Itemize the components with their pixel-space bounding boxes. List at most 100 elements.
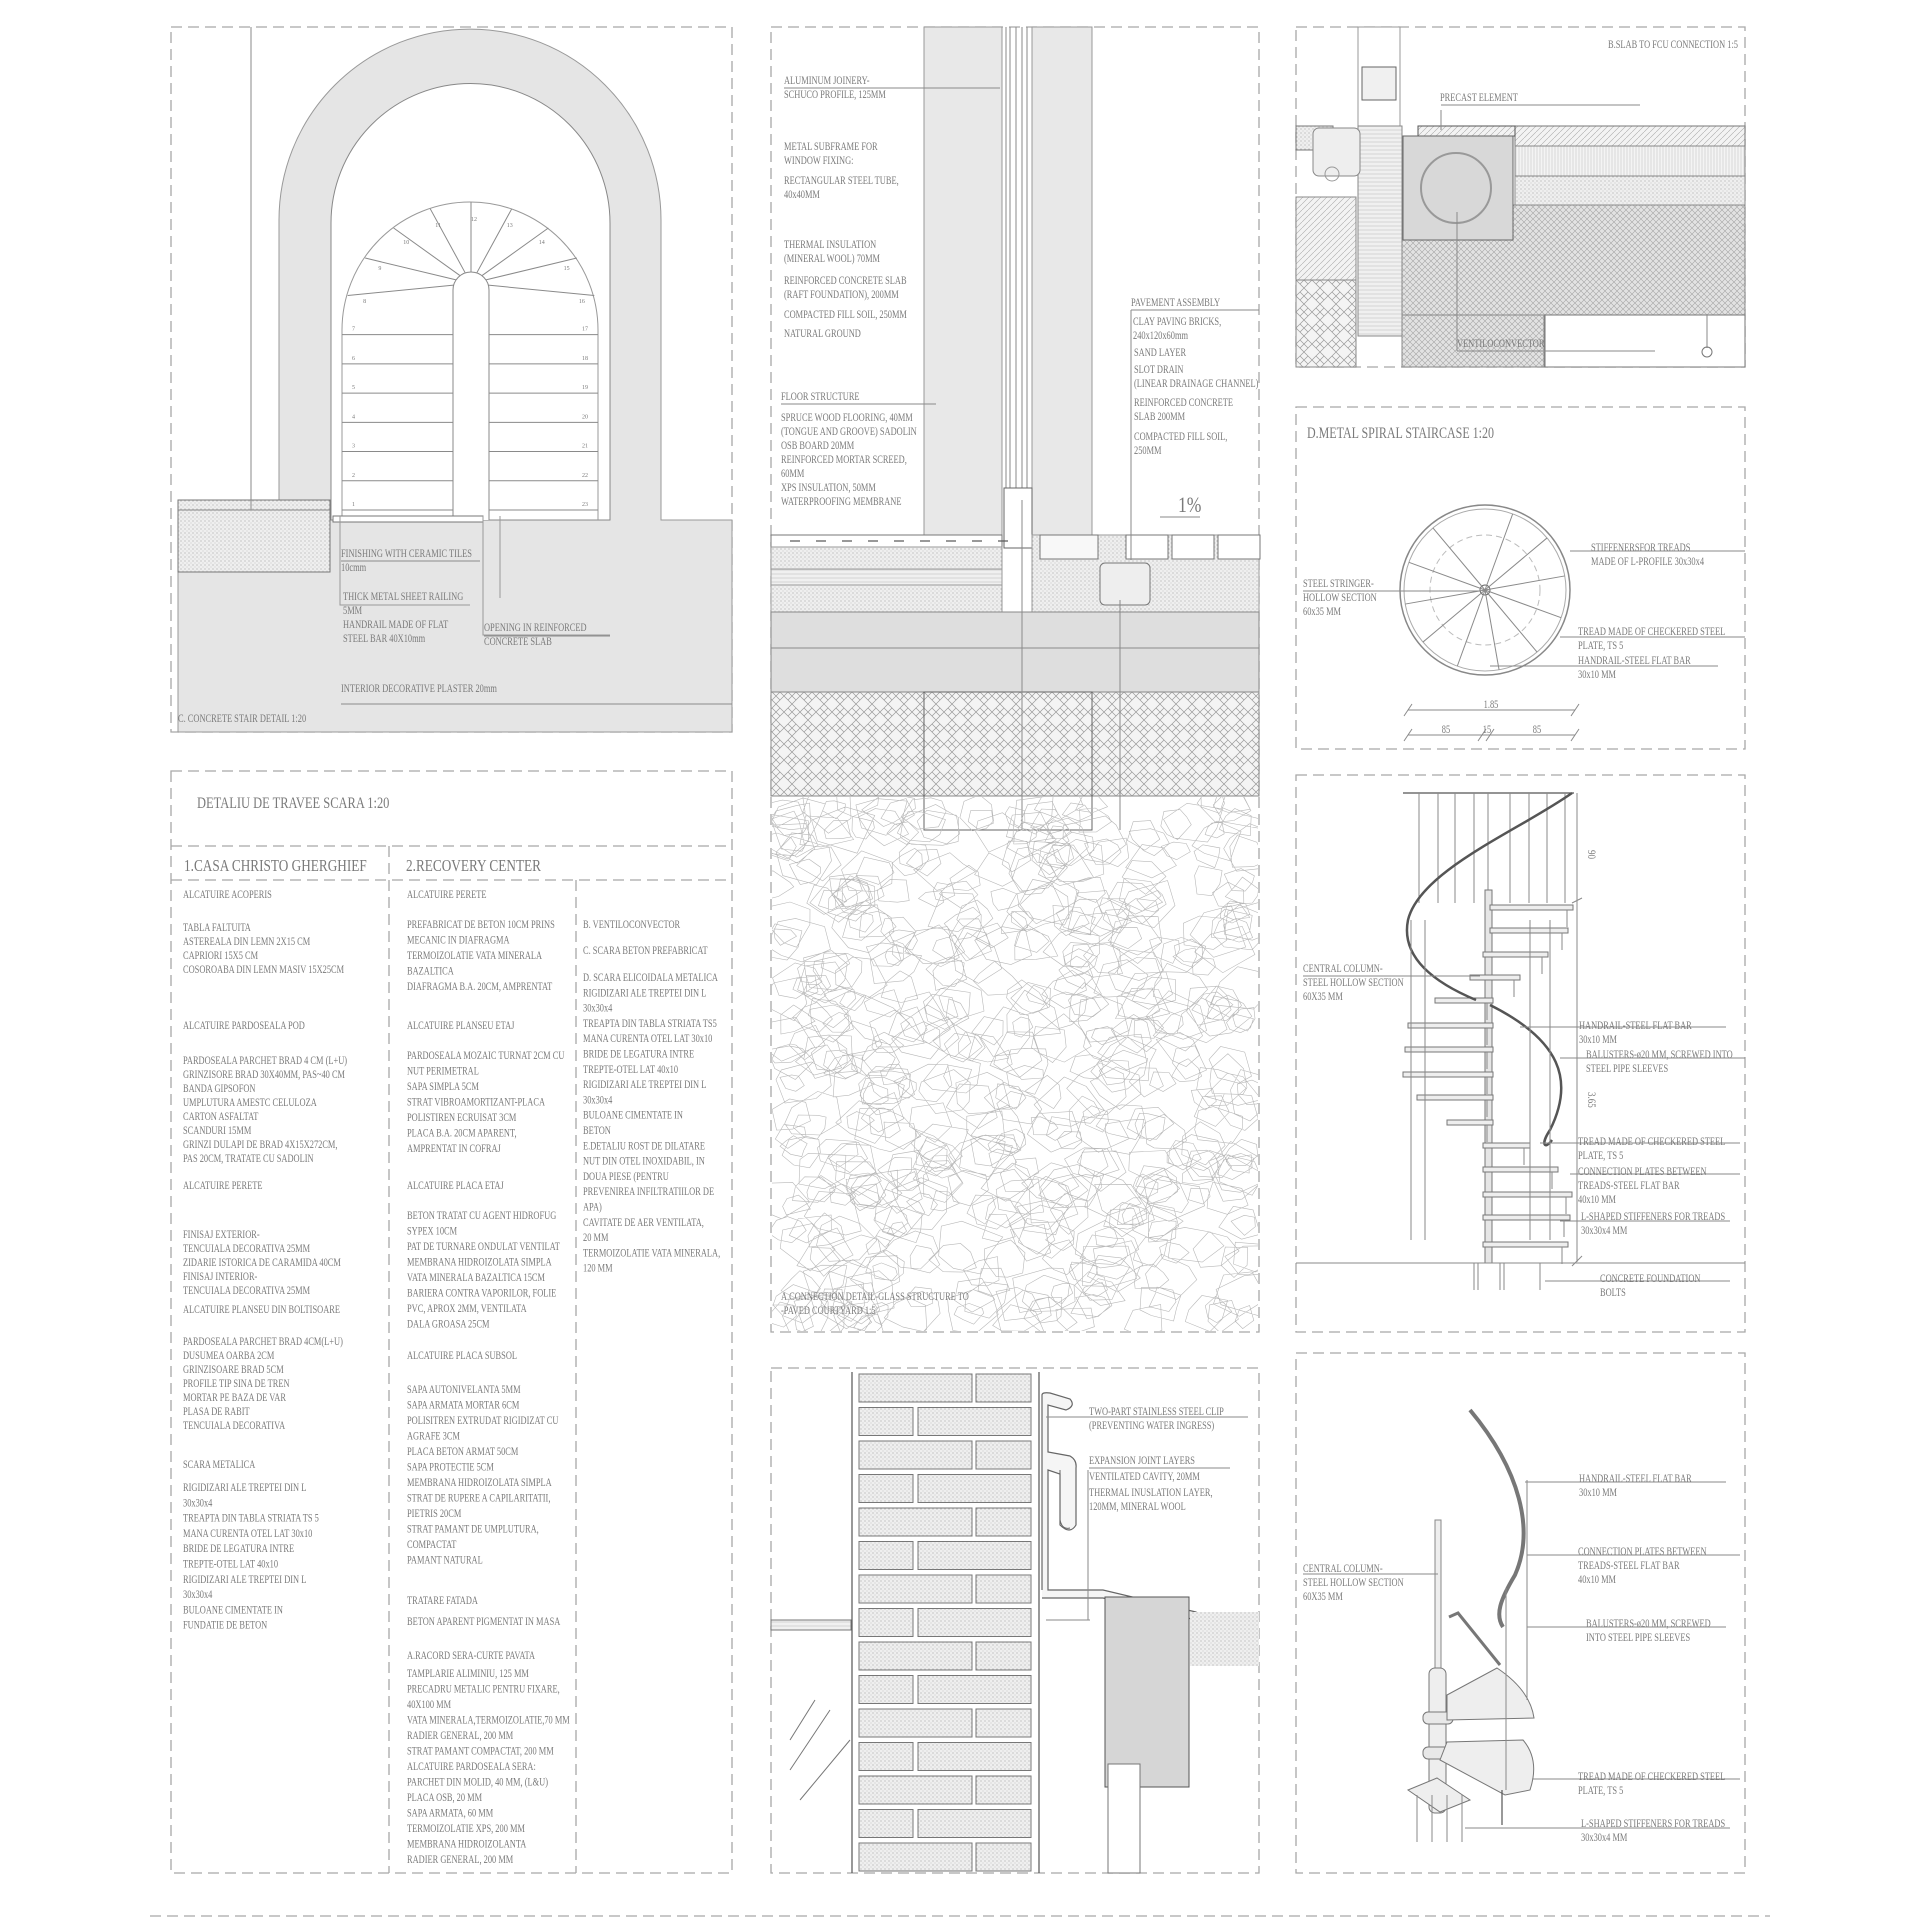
label-text: 5MM	[343, 605, 362, 618]
slab-gray	[1401, 314, 1545, 368]
label-text: 30x30x4	[183, 1497, 213, 1510]
label-text: BULOANE CIMENTATE IN	[183, 1604, 283, 1617]
window-subframe	[1357, 125, 1403, 337]
label-text: THICK METAL SHEET RAILING	[343, 591, 464, 604]
label-text: TREAPTA DIN TABLA STRIATA TS5	[583, 1018, 717, 1031]
label-text: 2.RECOVERY CENTER	[406, 857, 542, 876]
step-number: 15	[564, 266, 570, 272]
stainless-steel-clip	[1041, 1392, 1197, 1621]
label-text: ALCATUIRE PARDOSEALA POD	[183, 1020, 305, 1033]
stair-tread-line	[488, 284, 595, 297]
label-text: NATURAL GROUND	[784, 328, 861, 341]
label-text: 60X35 MM	[1303, 1591, 1343, 1604]
label-text: TENCUIALA DECORATIVA 25MM	[183, 1243, 310, 1256]
brick	[858, 1407, 914, 1436]
label-text: PARDOSEALA PARCHET BRAD 4CM(L+U)	[183, 1336, 343, 1349]
label-text: COSOROABA DIN LEMN MASIV 15X25CM	[183, 964, 344, 977]
label-text: HANDRAIL-STEEL FLAT BAR	[1578, 655, 1691, 668]
label-text: POLISTIREN ECRUISAT 3CM	[407, 1112, 516, 1125]
label-text: RIGIDIZARI ALE TREPTEI DIN L	[183, 1482, 306, 1495]
label-text: CARTON ASFALTAT	[183, 1111, 259, 1124]
label-text: TRATARE FATADA	[407, 1595, 478, 1608]
label-text: NUT PERIMETRAL	[407, 1065, 479, 1078]
label-text: ALCATUIRE PLANSEU DIN BOLTISOARE	[183, 1304, 340, 1317]
drain-pipe	[1324, 166, 1340, 182]
label-text: PAT DE TURNARE ONDULAT VENTILAT	[407, 1241, 560, 1254]
label-text: 1.CASA CHRISTO GHERGHIEF	[184, 857, 367, 876]
label-text: CONCRETE FOUNDATION	[1600, 1273, 1701, 1286]
label-text: BETON APARENT PIGMENTAT IN MASA	[407, 1616, 561, 1629]
label-text: RIGIDIZARI ALE TREPTEI DIN L	[183, 1574, 306, 1587]
dim-tick	[1485, 728, 1495, 742]
stair-tread-line	[485, 257, 577, 281]
step-number: 13	[507, 223, 513, 229]
floor-xps	[770, 568, 1003, 586]
spiral-tread	[1482, 1191, 1573, 1198]
label-text: FINISAJ EXTERIOR-	[183, 1229, 260, 1242]
label-text: PAS 20CM, TRATATE CU SADOLIN	[183, 1153, 314, 1166]
label-text: PLATE, TS 5	[1578, 1785, 1623, 1798]
fcu-box	[1402, 135, 1514, 241]
label-text: B.SLAB TO FCU CONNECTION 1:5	[1608, 39, 1738, 52]
facade-layer	[1190, 1612, 1259, 1666]
label-text: COMPACTED FILL SOIL, 250MM	[784, 309, 907, 322]
step-number: 3	[352, 444, 355, 450]
brick	[917, 1474, 1032, 1503]
label-text: PLACA OSB, 20 MM	[407, 1792, 482, 1805]
stair-tread-line	[476, 208, 513, 274]
label-text: (MINERAL WOOL) 70MM	[784, 253, 880, 266]
spiral-tread-line	[1456, 589, 1486, 667]
brick	[858, 1842, 973, 1872]
label-text: MEMBRANA HIDROIZOLATA SIMPLA	[407, 1256, 552, 1269]
insulation-block	[1104, 1596, 1190, 1788]
step-number: 7	[352, 327, 355, 333]
brick	[975, 1373, 1032, 1403]
label-text: ALCATUIRE PERETE	[183, 1180, 262, 1193]
label-text: TABLA FALTUITA	[183, 922, 251, 935]
label-text: TREAD MADE OF CHECKERED STEEL	[1578, 626, 1725, 639]
label-text: SLAB 200MM	[1134, 411, 1185, 424]
label-text: 250MM	[1134, 445, 1162, 458]
dimension-total-height: 3.65	[1585, 1092, 1597, 1108]
label-text: ALCATUIRE PARDOSEALA SERA:	[407, 1761, 536, 1774]
step-number: 17	[582, 327, 588, 333]
step-number: 21	[582, 444, 588, 450]
label-text: FLOOR STRUCTURE	[781, 391, 860, 404]
iso-handrail	[1468, 1408, 1526, 1629]
label-text: RIGIDIZARI ALE TREPTEI DIN L	[583, 987, 706, 1000]
label-text: ALCATUIRE ACOPERIS	[183, 889, 272, 902]
brick	[917, 1809, 1032, 1838]
label-text: (LINEAR DRAINAGE CHANNEL)	[1134, 378, 1258, 391]
paving-brick	[1171, 534, 1215, 560]
label-text: REINFORCED MORTAR SCREED,	[781, 454, 907, 467]
spiral-tread	[1416, 1094, 1494, 1101]
label-text: 85	[1533, 724, 1541, 737]
label-text: 20 MM	[583, 1232, 608, 1245]
concrete-slab	[770, 611, 1260, 693]
annotation-layer: 1234567891011121314151617181920212223FIN…	[178, 39, 1738, 1867]
floor-raft	[770, 584, 1003, 613]
label-text: REINFORCED CONCRETE SLAB	[784, 275, 907, 288]
brick	[858, 1474, 914, 1503]
panel-frame-spiral-elevation	[1295, 774, 1746, 1333]
break-line	[789, 1699, 851, 1801]
iso-tread	[1446, 1667, 1535, 1721]
label-text: 10cmm	[341, 562, 366, 575]
brick	[975, 1440, 1032, 1470]
label-text: DETALIU DE TRAVEE SCARA 1:20	[197, 795, 389, 813]
label-text: 40x40MM	[784, 189, 820, 202]
label-text: C. SCARA BETON PREFABRICAT	[583, 945, 708, 958]
label-text: FINISHING WITH CERAMIC TILES	[341, 548, 472, 561]
brick	[975, 1708, 1032, 1738]
drain-cover	[1039, 534, 1099, 560]
label-text: 1%	[1178, 493, 1201, 517]
spiral-tread	[1402, 1071, 1494, 1078]
spiral-tread	[1482, 1142, 1531, 1149]
label-text: STIFFENERSFOR TREADS	[1591, 542, 1691, 555]
label-text: 30x30x4	[583, 1002, 613, 1015]
brick	[858, 1507, 973, 1537]
label-text: GRINZISORE BRAD 30X40MM, PAS~40 CM	[183, 1069, 345, 1082]
label-text: SAND LAYER	[1134, 347, 1186, 360]
label-text: PARDOSEALA MOZAIC TURNAT 2CM CU	[407, 1050, 565, 1063]
label-text: MECANIC IN DIAFRAGMA	[407, 934, 510, 947]
